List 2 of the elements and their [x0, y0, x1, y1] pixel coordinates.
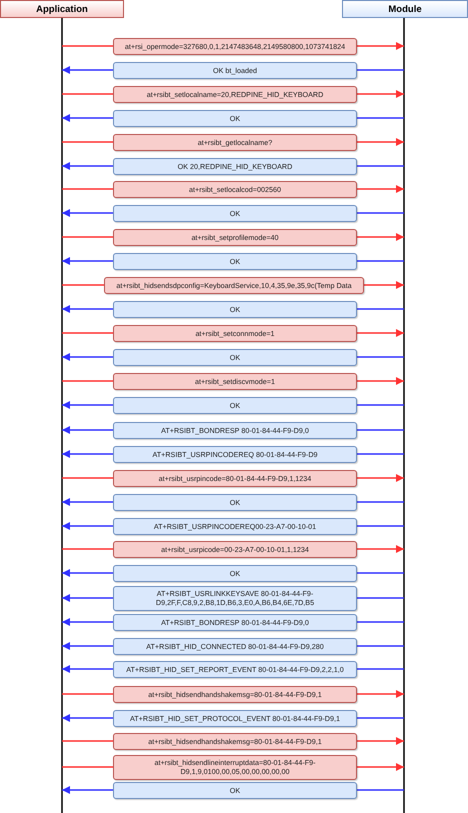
participant-header: Module [342, 0, 468, 18]
participant-header: Application [0, 0, 124, 18]
